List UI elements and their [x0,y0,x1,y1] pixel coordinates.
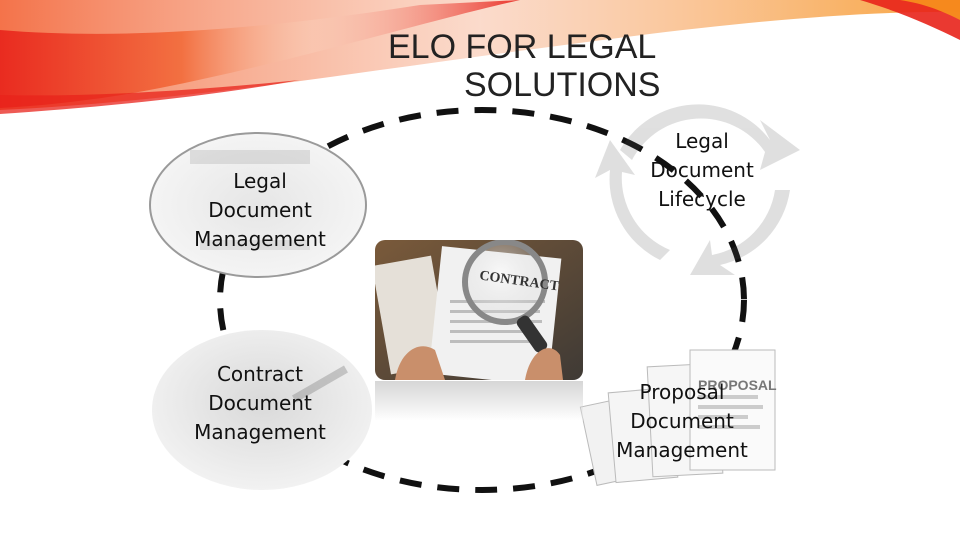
contract-image-reflection [375,381,583,421]
node-line: Document [630,409,734,433]
node-line: Document [650,158,754,182]
proposal-sheet-text: PROPOSAL [698,377,777,393]
node-line: Contract [216,362,304,386]
node-line: Legal [233,169,287,193]
node-line: Management [616,438,748,462]
proposal-documents-icon [579,349,776,486]
title-line-2: SOLUTIONS [464,66,661,104]
contract-magnifier-image: CONTRACT [375,240,583,380]
lifecycle-arrows-icon [595,104,800,275]
node-line: Document [208,391,312,415]
node-line: Lifecycle [658,187,746,211]
node-line: Management [194,227,326,251]
node-line: Proposal [639,380,725,404]
gear-icon [190,150,310,250]
node-legal-document-management: Legal Document Management [170,167,350,254]
contract-photo [375,240,583,380]
node-contract-document-management: Contract Document Management [170,360,350,447]
node-line: Document [208,198,312,222]
node-legal-document-lifecycle: Legal Document Lifecycle [612,127,792,214]
header-swoosh [0,0,960,114]
pen-icon [292,365,348,403]
node-line: Legal [675,129,729,153]
node-line: Management [194,420,326,444]
title-line-1: ELO FOR LEGAL [388,28,657,66]
contract-document-management-circle [152,330,372,490]
node-proposal-document-management: Proposal Document Management [592,378,772,465]
slide-title: ELO FOR LEGAL SOLUTIONS [388,28,660,104]
legal-document-management-oval [149,132,367,278]
dashed-cycle-ring [217,107,747,493]
